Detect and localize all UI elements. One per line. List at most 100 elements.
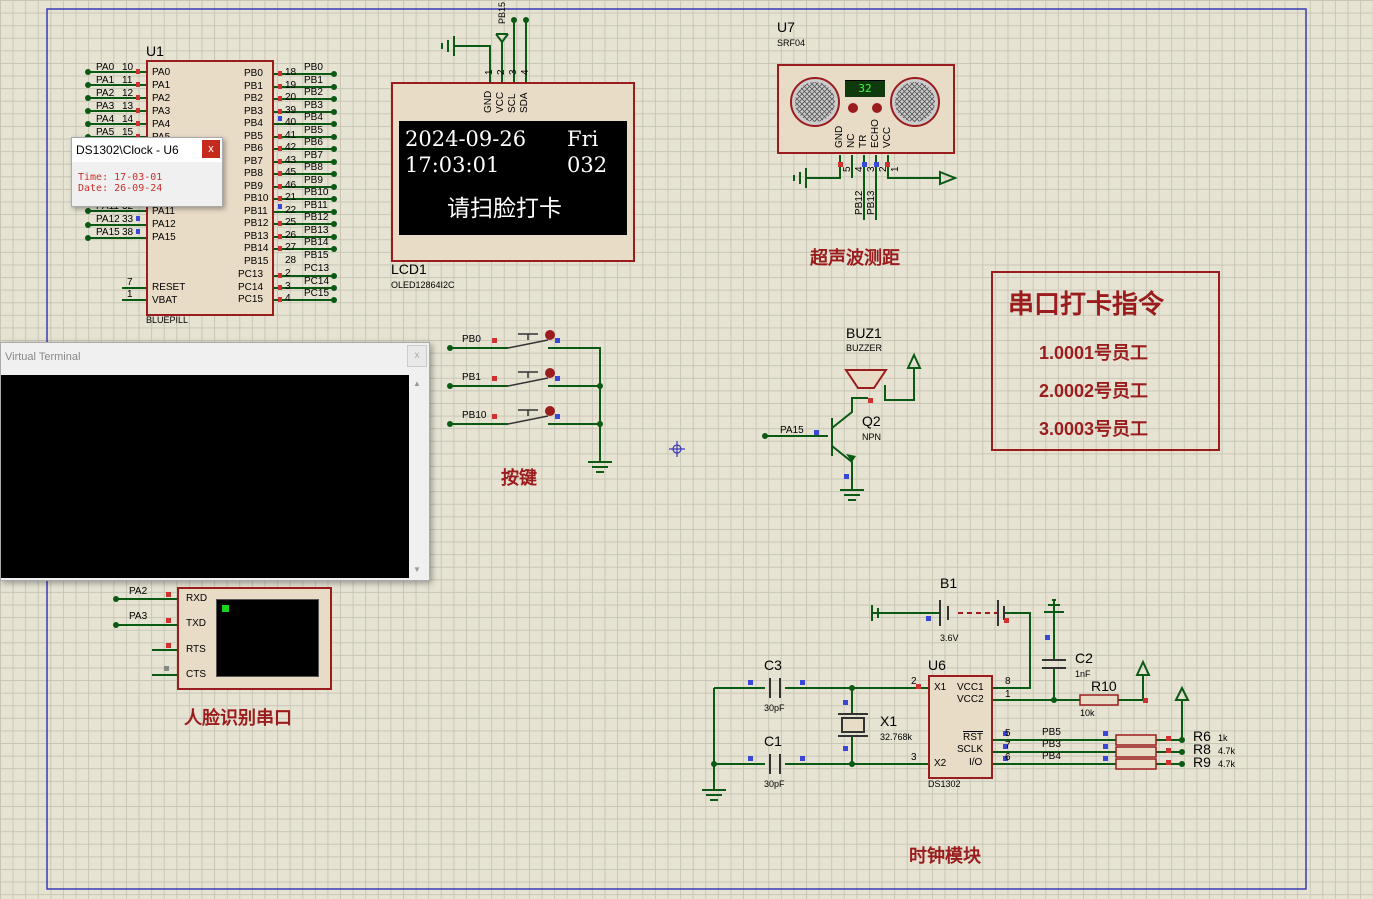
u1-right-net-label: PB5 bbox=[304, 124, 323, 136]
r10-value: 10k bbox=[1080, 708, 1095, 718]
u1-right-pin-label: PB2 bbox=[244, 93, 263, 104]
u1-right-net-label: PB14 bbox=[304, 237, 329, 248]
u1-pc-pin-label: PC13 bbox=[238, 269, 264, 280]
u1-right-net-label: PB6 bbox=[304, 137, 323, 148]
u1-right-pin-num: 43 bbox=[285, 154, 297, 166]
sensor-pin-label: ECHO bbox=[870, 119, 881, 148]
u1-right-pin-num: 20 bbox=[285, 92, 297, 103]
u1-right-net-label: PB15 bbox=[304, 249, 329, 261]
face-uart-screen bbox=[216, 599, 319, 677]
u1-right-pin-label: PB1 bbox=[244, 80, 263, 92]
scroll-up-icon[interactable]: ▲ bbox=[413, 379, 421, 388]
u1-left-pin-num: 13 bbox=[122, 101, 134, 112]
c3-ref: C3 bbox=[764, 657, 782, 673]
u1-left-pin-label: PA0 bbox=[152, 67, 171, 78]
terminal-scrollbar[interactable]: ▲ ▼ bbox=[409, 375, 427, 578]
uart-pin-rts: RTS bbox=[186, 644, 206, 655]
virtual-terminal-window[interactable]: Virtual Terminal x ▲ ▼ bbox=[0, 342, 430, 581]
u6-num-2: 2 bbox=[911, 676, 917, 687]
button-net-pb10: PB10 bbox=[462, 410, 487, 421]
button-2[interactable] bbox=[508, 366, 548, 388]
u1-left-pin-num: 11 bbox=[122, 75, 133, 86]
sensor-pin-num: 2 bbox=[878, 166, 889, 172]
sensor-net-label: PB12 bbox=[854, 190, 865, 215]
u1-left-pin-label: PA12 bbox=[152, 219, 176, 230]
oled-screen: 2024-09-26 Fri 17:03:01 032 请扫脸打卡 bbox=[399, 121, 627, 235]
lcd-pin-label: VCC bbox=[495, 91, 506, 113]
r6-ref: R6 bbox=[1193, 728, 1211, 744]
r8-ref: R8 bbox=[1193, 741, 1211, 757]
u1-right-pin-num: 39 bbox=[285, 104, 297, 116]
sensor-pin-label: GND bbox=[834, 125, 845, 148]
u1-right-pin-label: PB13 bbox=[244, 230, 269, 242]
battery-value: 3.6V bbox=[940, 633, 959, 643]
close-icon[interactable]: x bbox=[202, 140, 220, 158]
u1-left-pin-label: PA2 bbox=[152, 93, 171, 104]
c1-value: 30pF bbox=[764, 779, 785, 789]
lcd-pin-num: 4 bbox=[520, 69, 531, 75]
uart-pin-txd: TXD bbox=[186, 618, 206, 629]
uart-pin-rxd: RXD bbox=[186, 593, 208, 604]
u1-right-pin-num: 27 bbox=[285, 242, 297, 253]
u1-right-pin-num: 46 bbox=[285, 179, 297, 191]
close-icon[interactable]: x bbox=[407, 345, 427, 367]
button-3[interactable] bbox=[508, 404, 548, 426]
u1-left-pin-num: 15 bbox=[122, 127, 134, 138]
u1-right-pin-num: 22 bbox=[285, 204, 297, 216]
clock-time: Time: 17-03-01 bbox=[78, 172, 163, 183]
u6-ref: U6 bbox=[928, 657, 946, 673]
u1-right-pin-num: 42 bbox=[285, 142, 297, 153]
u6-pin-sclk: SCLK bbox=[957, 744, 984, 755]
buzzer[interactable] bbox=[846, 368, 886, 390]
sensor-ref: U7 bbox=[777, 19, 795, 35]
sensor-net-label: PB13 bbox=[866, 190, 877, 215]
sensor-pin-label: NC bbox=[846, 133, 857, 148]
u1-pc-pin-num: 2 bbox=[285, 268, 291, 279]
u1-right-net-label: PB10 bbox=[304, 187, 329, 198]
u1-right-net-label: PB3 bbox=[304, 99, 323, 111]
u1-vbat-num: 1 bbox=[127, 289, 133, 300]
c3-value: 30pF bbox=[764, 703, 785, 713]
button-net-pb0: PB0 bbox=[462, 334, 481, 345]
u6-num-3: 3 bbox=[911, 752, 917, 763]
command-item-1: 1.0001号员工 bbox=[1039, 343, 1149, 363]
u6-pin-rst: RST bbox=[963, 732, 983, 743]
clock-net-pb4: PB4 bbox=[1042, 751, 1061, 762]
u1-right-pin-label: PB15 bbox=[244, 255, 269, 267]
u1-left-net-label: PA15 bbox=[96, 227, 120, 238]
clock-popup[interactable]: DS1302\Clock - U6 x Time: 17-03-01 Date:… bbox=[71, 137, 223, 207]
u1-right-pin-label: PB9 bbox=[244, 180, 263, 192]
u1-right-pin-label: PB3 bbox=[244, 105, 263, 117]
sensor-pin-num: 3 bbox=[866, 166, 877, 172]
clock-date: Date: 26-09-24 bbox=[78, 183, 163, 194]
u1-reset-num: 7 bbox=[127, 277, 133, 288]
sensor-part: SRF04 bbox=[777, 38, 806, 48]
serial-command-box bbox=[991, 271, 1220, 451]
u6-num-7: 7 bbox=[1005, 740, 1011, 751]
u1-reset-pin: RESET bbox=[152, 282, 186, 293]
scroll-down-icon[interactable]: ▼ bbox=[413, 565, 421, 574]
u1-pc-pin-num: 4 bbox=[285, 293, 291, 304]
oled-weekday: Fri bbox=[567, 127, 599, 151]
sensor-pin-num: 4 bbox=[854, 166, 865, 172]
u1-left-net-label: PA0 bbox=[96, 62, 115, 73]
u1-left-pin-label: PA11 bbox=[152, 206, 175, 217]
u1-right-net-label: PB8 bbox=[304, 162, 323, 173]
lcd-pin-num: 1 bbox=[484, 69, 495, 75]
clock-popup-title[interactable]: DS1302\Clock - U6 bbox=[72, 138, 222, 162]
crystal-value: 32.768k bbox=[880, 732, 913, 742]
u1-right-pin-num: 41 bbox=[285, 129, 297, 141]
u1-right-pin-num: 25 bbox=[285, 217, 297, 228]
u1-left-net-label: PA3 bbox=[96, 101, 115, 112]
u1-right-pin-label: PB8 bbox=[244, 168, 263, 179]
terminal-output[interactable] bbox=[1, 375, 409, 578]
ds1302-chip[interactable] bbox=[928, 675, 993, 779]
clock-net-pb5: PB5 bbox=[1042, 727, 1061, 738]
virtual-terminal-title: Virtual Terminal bbox=[5, 351, 81, 363]
button-1[interactable] bbox=[508, 328, 548, 350]
u1-right-pin-label: PB7 bbox=[244, 155, 263, 167]
u6-num-6: 6 bbox=[1005, 752, 1011, 763]
buzzer-ref: BUZ1 bbox=[846, 325, 882, 341]
u1-right-pin-label: PB4 bbox=[244, 118, 263, 129]
